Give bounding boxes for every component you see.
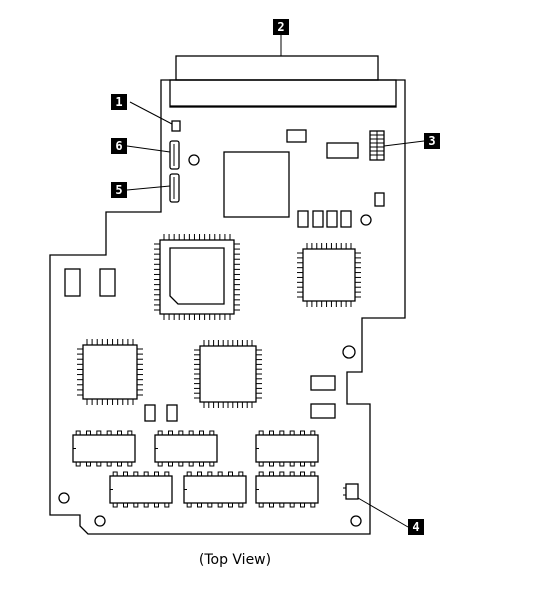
callout-4-label: 4 (412, 520, 419, 534)
hole (94, 515, 106, 527)
hole (58, 492, 70, 504)
connector-6 (169, 140, 180, 170)
upper-chip-wide (326, 142, 359, 159)
dip-chips (72, 430, 319, 508)
board-outline (49, 79, 406, 535)
hole (350, 515, 362, 527)
connector-5 (169, 173, 180, 203)
callout-5: 5 (111, 182, 127, 198)
callout-2: 2 (273, 19, 289, 35)
dip-chip (255, 430, 319, 467)
dip-chip (72, 430, 136, 467)
callout-6: 6 (111, 138, 127, 154)
callout-4: 4 (408, 519, 424, 535)
callout-1: 1 (111, 94, 127, 110)
plcc-chip (154, 234, 240, 320)
callout-1-label: 1 (115, 95, 122, 109)
callout-6-label: 6 (115, 139, 122, 153)
left-part (64, 268, 81, 297)
plcc-chips (77, 234, 361, 408)
main-processor (223, 151, 290, 218)
dip-chip (154, 430, 218, 467)
callout-3: 3 (424, 133, 440, 149)
view-caption: (Top View) (198, 552, 272, 568)
hole (342, 345, 356, 359)
mid-part (144, 404, 156, 422)
plcc-chip (194, 340, 262, 408)
plcc-chip (297, 243, 361, 307)
hole (360, 214, 372, 226)
mid-part (310, 403, 336, 419)
mid-part (166, 404, 178, 422)
small-connector-4 (343, 483, 359, 500)
plcc-chip (77, 339, 143, 405)
small-part (374, 192, 385, 207)
callout-3-label: 3 (428, 134, 435, 148)
mid-part (310, 375, 336, 391)
pin-header-3 (369, 130, 385, 161)
dip-chip (183, 471, 247, 508)
callout-2-label: 2 (277, 20, 284, 34)
small-jumper-1 (171, 120, 181, 132)
dip-chip (255, 471, 319, 508)
small-part-row (297, 210, 352, 228)
dip-chip (109, 471, 173, 508)
leader-lines (126, 35, 425, 528)
callout-5-label: 5 (115, 183, 122, 197)
hole (188, 154, 200, 166)
edge-connector (169, 55, 397, 108)
left-part (99, 268, 116, 297)
upper-chip-small (286, 129, 307, 143)
